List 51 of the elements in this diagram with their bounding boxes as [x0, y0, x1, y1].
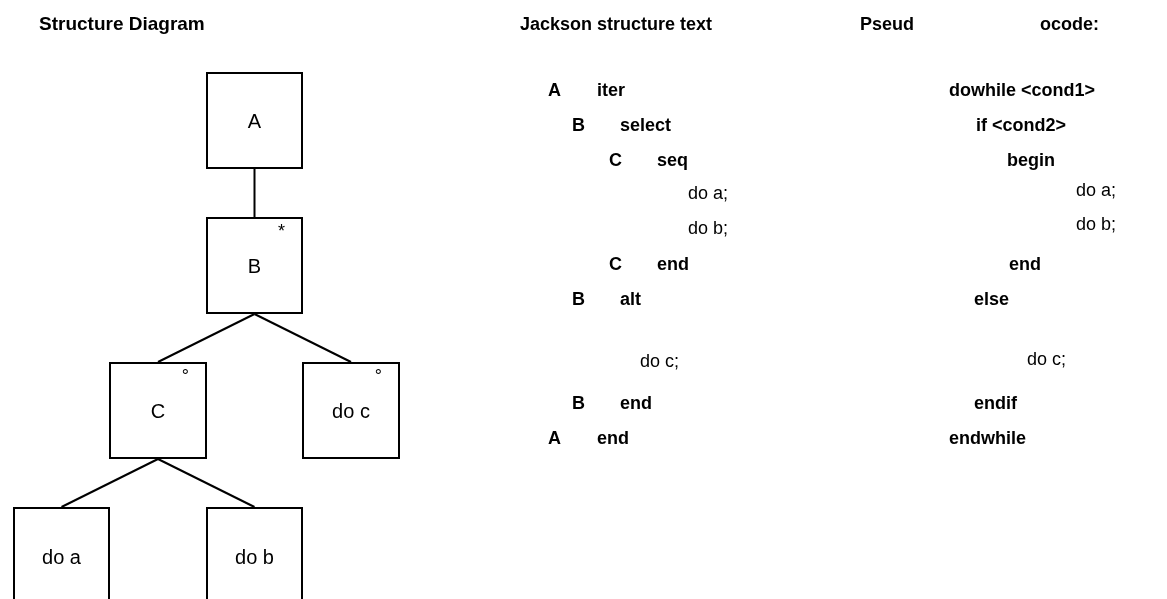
code-statement: do b;	[1076, 213, 1117, 235]
box-label: do b	[235, 545, 274, 569]
code-keyword: end	[657, 253, 689, 275]
box-label: A	[247, 108, 262, 133]
connector-line	[253, 168, 256, 218]
code-keyword: alt	[620, 288, 641, 310]
code-keyword: Pseud	[860, 13, 915, 35]
code-keyword: endwhile	[949, 427, 1026, 449]
connector-line	[253, 313, 352, 363]
process-box	[302, 362, 400, 459]
process-box	[109, 362, 207, 459]
code-keyword: end	[620, 392, 652, 414]
code-keyword: endif	[974, 392, 1017, 414]
structure-marker: *	[278, 221, 285, 241]
code-keyword: if <cond2>	[976, 114, 1067, 136]
code-keyword: B	[572, 114, 585, 136]
process-box	[206, 217, 303, 314]
process-box	[13, 507, 110, 599]
code-keyword: else	[974, 288, 1010, 310]
structure-marker: °	[181, 366, 189, 386]
process-box	[206, 72, 303, 169]
box-label: do a	[42, 545, 81, 569]
code-keyword: C	[609, 253, 622, 275]
box-label: C	[150, 398, 166, 423]
code-keyword: iter	[597, 79, 625, 101]
connector-line	[157, 313, 256, 363]
code-statement: do b;	[688, 217, 729, 239]
code-keyword: B	[572, 392, 585, 414]
process-box	[206, 507, 303, 599]
code-keyword: Jackson structure text	[520, 13, 713, 35]
code-statement: do c;	[640, 350, 680, 372]
code-statement: do c;	[1027, 348, 1067, 370]
diagram-title: Structure Diagram	[39, 12, 205, 36]
code-keyword: C	[609, 149, 622, 171]
code-keyword: end	[1009, 253, 1041, 275]
code-keyword: seq	[657, 149, 689, 171]
connector-line	[60, 458, 159, 508]
code-keyword: A	[548, 427, 561, 449]
connector-line	[157, 458, 256, 508]
code-keyword: dowhile <cond1>	[949, 79, 1096, 101]
structure-marker: °	[374, 366, 382, 386]
code-statement: do a;	[1076, 179, 1117, 201]
code-keyword: B	[572, 288, 585, 310]
code-statement: do a;	[688, 182, 729, 204]
box-label: do c	[332, 398, 370, 423]
box-label: B	[247, 253, 262, 278]
code-keyword: begin	[1007, 149, 1055, 171]
code-keyword: ocode:	[1040, 13, 1099, 35]
code-keyword: A	[548, 79, 561, 101]
code-keyword: select	[620, 114, 672, 136]
code-keyword: end	[597, 427, 629, 449]
